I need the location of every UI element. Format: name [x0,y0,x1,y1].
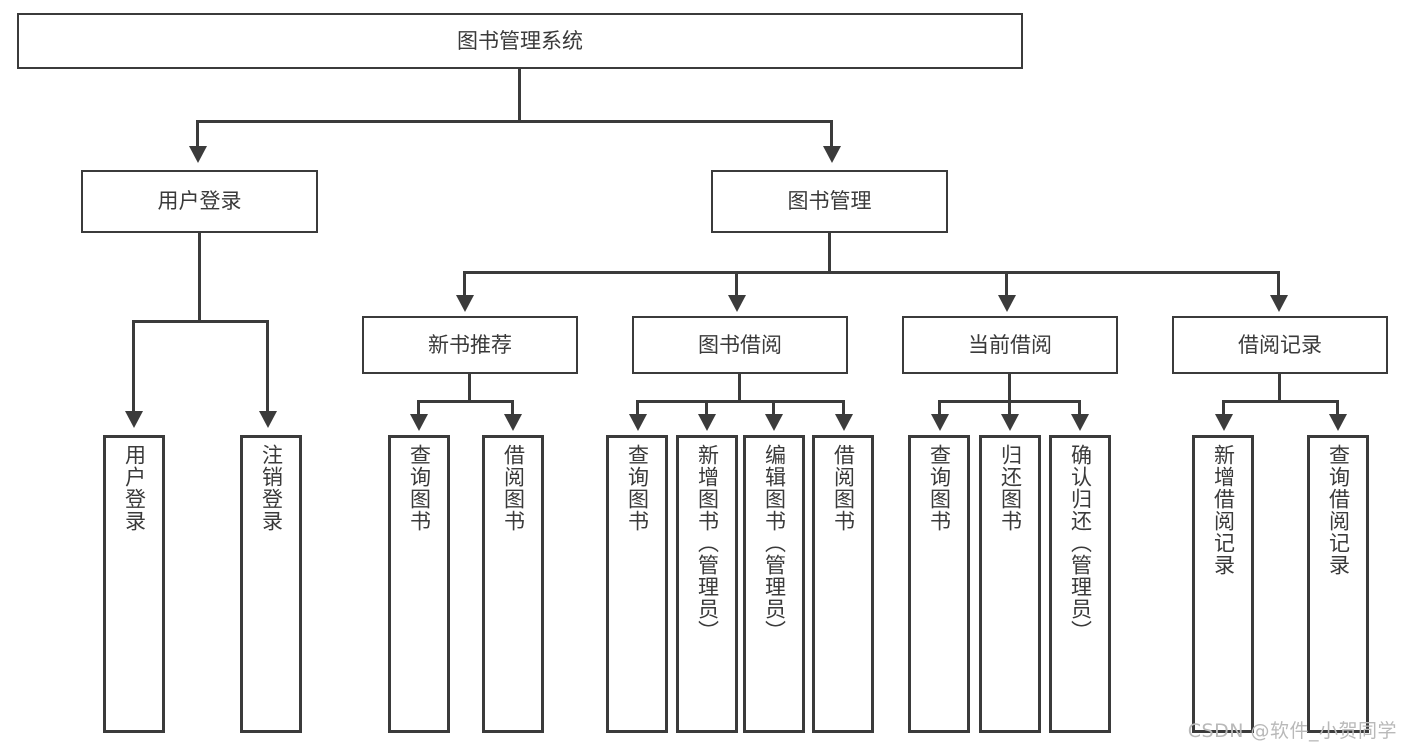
leaf-label: 用户登录 [122,444,147,532]
arrow-to-new-book-leaf-0 [410,414,428,431]
node-label: 新书推荐 [428,332,512,357]
edge-user-login-to-leaf-1 [266,320,269,412]
arrow-to-book-borrow [728,295,746,312]
edge-book-mgmt-bus [463,271,1280,274]
arrow-to-book-mgmt [823,146,841,163]
leaf-current-borrow-0[interactable]: 查询图书 [908,435,970,733]
arrow-to-current-borrow [998,295,1016,312]
node-label: 用户登录 [157,189,242,214]
edge-borrow-record-to-leaf-0 [1222,400,1225,415]
leaf-label: 新增借阅记录 [1211,444,1236,576]
edge-root-to-book-mgmt [830,120,833,147]
leaf-label: 查询图书 [625,444,650,532]
edge-book-mgmt-to-l3-0 [463,271,466,296]
node-label: 图书管理 [787,189,872,214]
edge-book-borrow-to-leaf-2 [772,400,775,415]
arrow-to-user-login-leaf-1 [259,411,277,428]
arrow-to-current-borrow-leaf-2 [1071,414,1089,431]
edge-book-borrow-stem [738,374,741,402]
arrow-to-book-borrow-leaf-3 [835,414,853,431]
edge-book-mgmt-to-l3-1 [735,271,738,296]
edge-root-bus [196,120,833,123]
leaf-label: 编辑图书（管理员） [762,444,787,642]
arrow-to-user-login-leaf-0 [125,411,143,428]
edge-user-login-bus [132,320,269,323]
edge-root-to-user-login [196,120,199,147]
leaf-current-borrow-2[interactable]: 确认归还（管理员） [1049,435,1111,733]
edge-new-book-to-leaf-0 [417,400,420,415]
leaf-label: 借阅图书 [501,444,526,532]
node-current-borrow[interactable]: 当前借阅 [902,316,1118,374]
leaf-label: 查询图书 [927,444,952,532]
edge-root-stem [518,69,521,121]
edge-user-login-stem [198,233,201,323]
leaf-new-book-recommend-1[interactable]: 借阅图书 [482,435,544,733]
leaf-label: 借阅图书 [831,444,856,532]
arrow-to-user-login [189,146,207,163]
edge-book-borrow-bus [636,400,845,403]
leaf-borrow-record-0[interactable]: 新增借阅记录 [1192,435,1254,733]
node-book-borrow[interactable]: 图书借阅 [632,316,848,374]
edge-current-borrow-to-leaf-1 [1008,400,1011,415]
edge-new-book-bus [417,400,514,403]
node-label: 借阅记录 [1238,332,1322,357]
leaf-book-borrow-1[interactable]: 新增图书（管理员） [676,435,738,733]
leaf-label: 新增图书（管理员） [695,444,720,642]
leaf-book-borrow-0[interactable]: 查询图书 [606,435,668,733]
edge-borrow-record-to-leaf-1 [1336,400,1339,415]
node-book-management[interactable]: 图书管理 [711,170,948,233]
edge-book-mgmt-to-l3-2 [1005,271,1008,296]
leaf-label: 查询图书 [407,444,432,532]
edge-book-borrow-to-leaf-3 [842,400,845,415]
node-user-login[interactable]: 用户登录 [81,170,318,233]
leaf-borrow-record-1[interactable]: 查询借阅记录 [1307,435,1369,733]
edge-book-mgmt-stem [828,233,831,273]
edge-book-borrow-to-leaf-1 [705,400,708,415]
edge-borrow-record-stem [1278,374,1281,402]
edge-user-login-to-leaf-0 [132,320,135,412]
edge-current-borrow-to-leaf-2 [1078,400,1081,415]
edge-current-borrow-to-leaf-0 [938,400,941,415]
leaf-user-login-0[interactable]: 用户登录 [103,435,165,733]
arrow-to-book-borrow-leaf-1 [698,414,716,431]
arrow-to-new-book-leaf-1 [504,414,522,431]
arrow-to-new-book-recommend [456,295,474,312]
leaf-label: 查询借阅记录 [1326,444,1351,576]
edge-new-book-stem [468,374,471,402]
node-borrow-record[interactable]: 借阅记录 [1172,316,1388,374]
leaf-label: 确认归还（管理员） [1068,444,1093,642]
edge-book-mgmt-to-l3-3 [1277,271,1280,296]
edge-current-borrow-stem [1008,374,1011,402]
arrow-to-borrow-record-leaf-0 [1215,414,1233,431]
arrow-to-book-borrow-leaf-0 [629,414,647,431]
leaf-user-login-1[interactable]: 注销登录 [240,435,302,733]
edge-borrow-record-bus [1222,400,1339,403]
node-label: 图书借阅 [698,332,782,357]
leaf-current-borrow-1[interactable]: 归还图书 [979,435,1041,733]
leaf-book-borrow-3[interactable]: 借阅图书 [812,435,874,733]
node-root-system[interactable]: 图书管理系统 [17,13,1023,69]
node-new-book-recommend[interactable]: 新书推荐 [362,316,578,374]
arrow-to-borrow-record [1270,295,1288,312]
arrow-to-book-borrow-leaf-2 [765,414,783,431]
leaf-book-borrow-2[interactable]: 编辑图书（管理员） [743,435,805,733]
arrow-to-current-borrow-leaf-1 [1001,414,1019,431]
arrow-to-current-borrow-leaf-0 [931,414,949,431]
edge-book-borrow-to-leaf-0 [636,400,639,415]
node-label: 图书管理系统 [457,28,583,53]
edge-new-book-to-leaf-1 [511,400,514,415]
arrow-to-borrow-record-leaf-1 [1329,414,1347,431]
leaf-label: 注销登录 [259,444,284,532]
leaf-new-book-recommend-0[interactable]: 查询图书 [388,435,450,733]
leaf-label: 归还图书 [998,444,1023,532]
node-label: 当前借阅 [968,332,1052,357]
